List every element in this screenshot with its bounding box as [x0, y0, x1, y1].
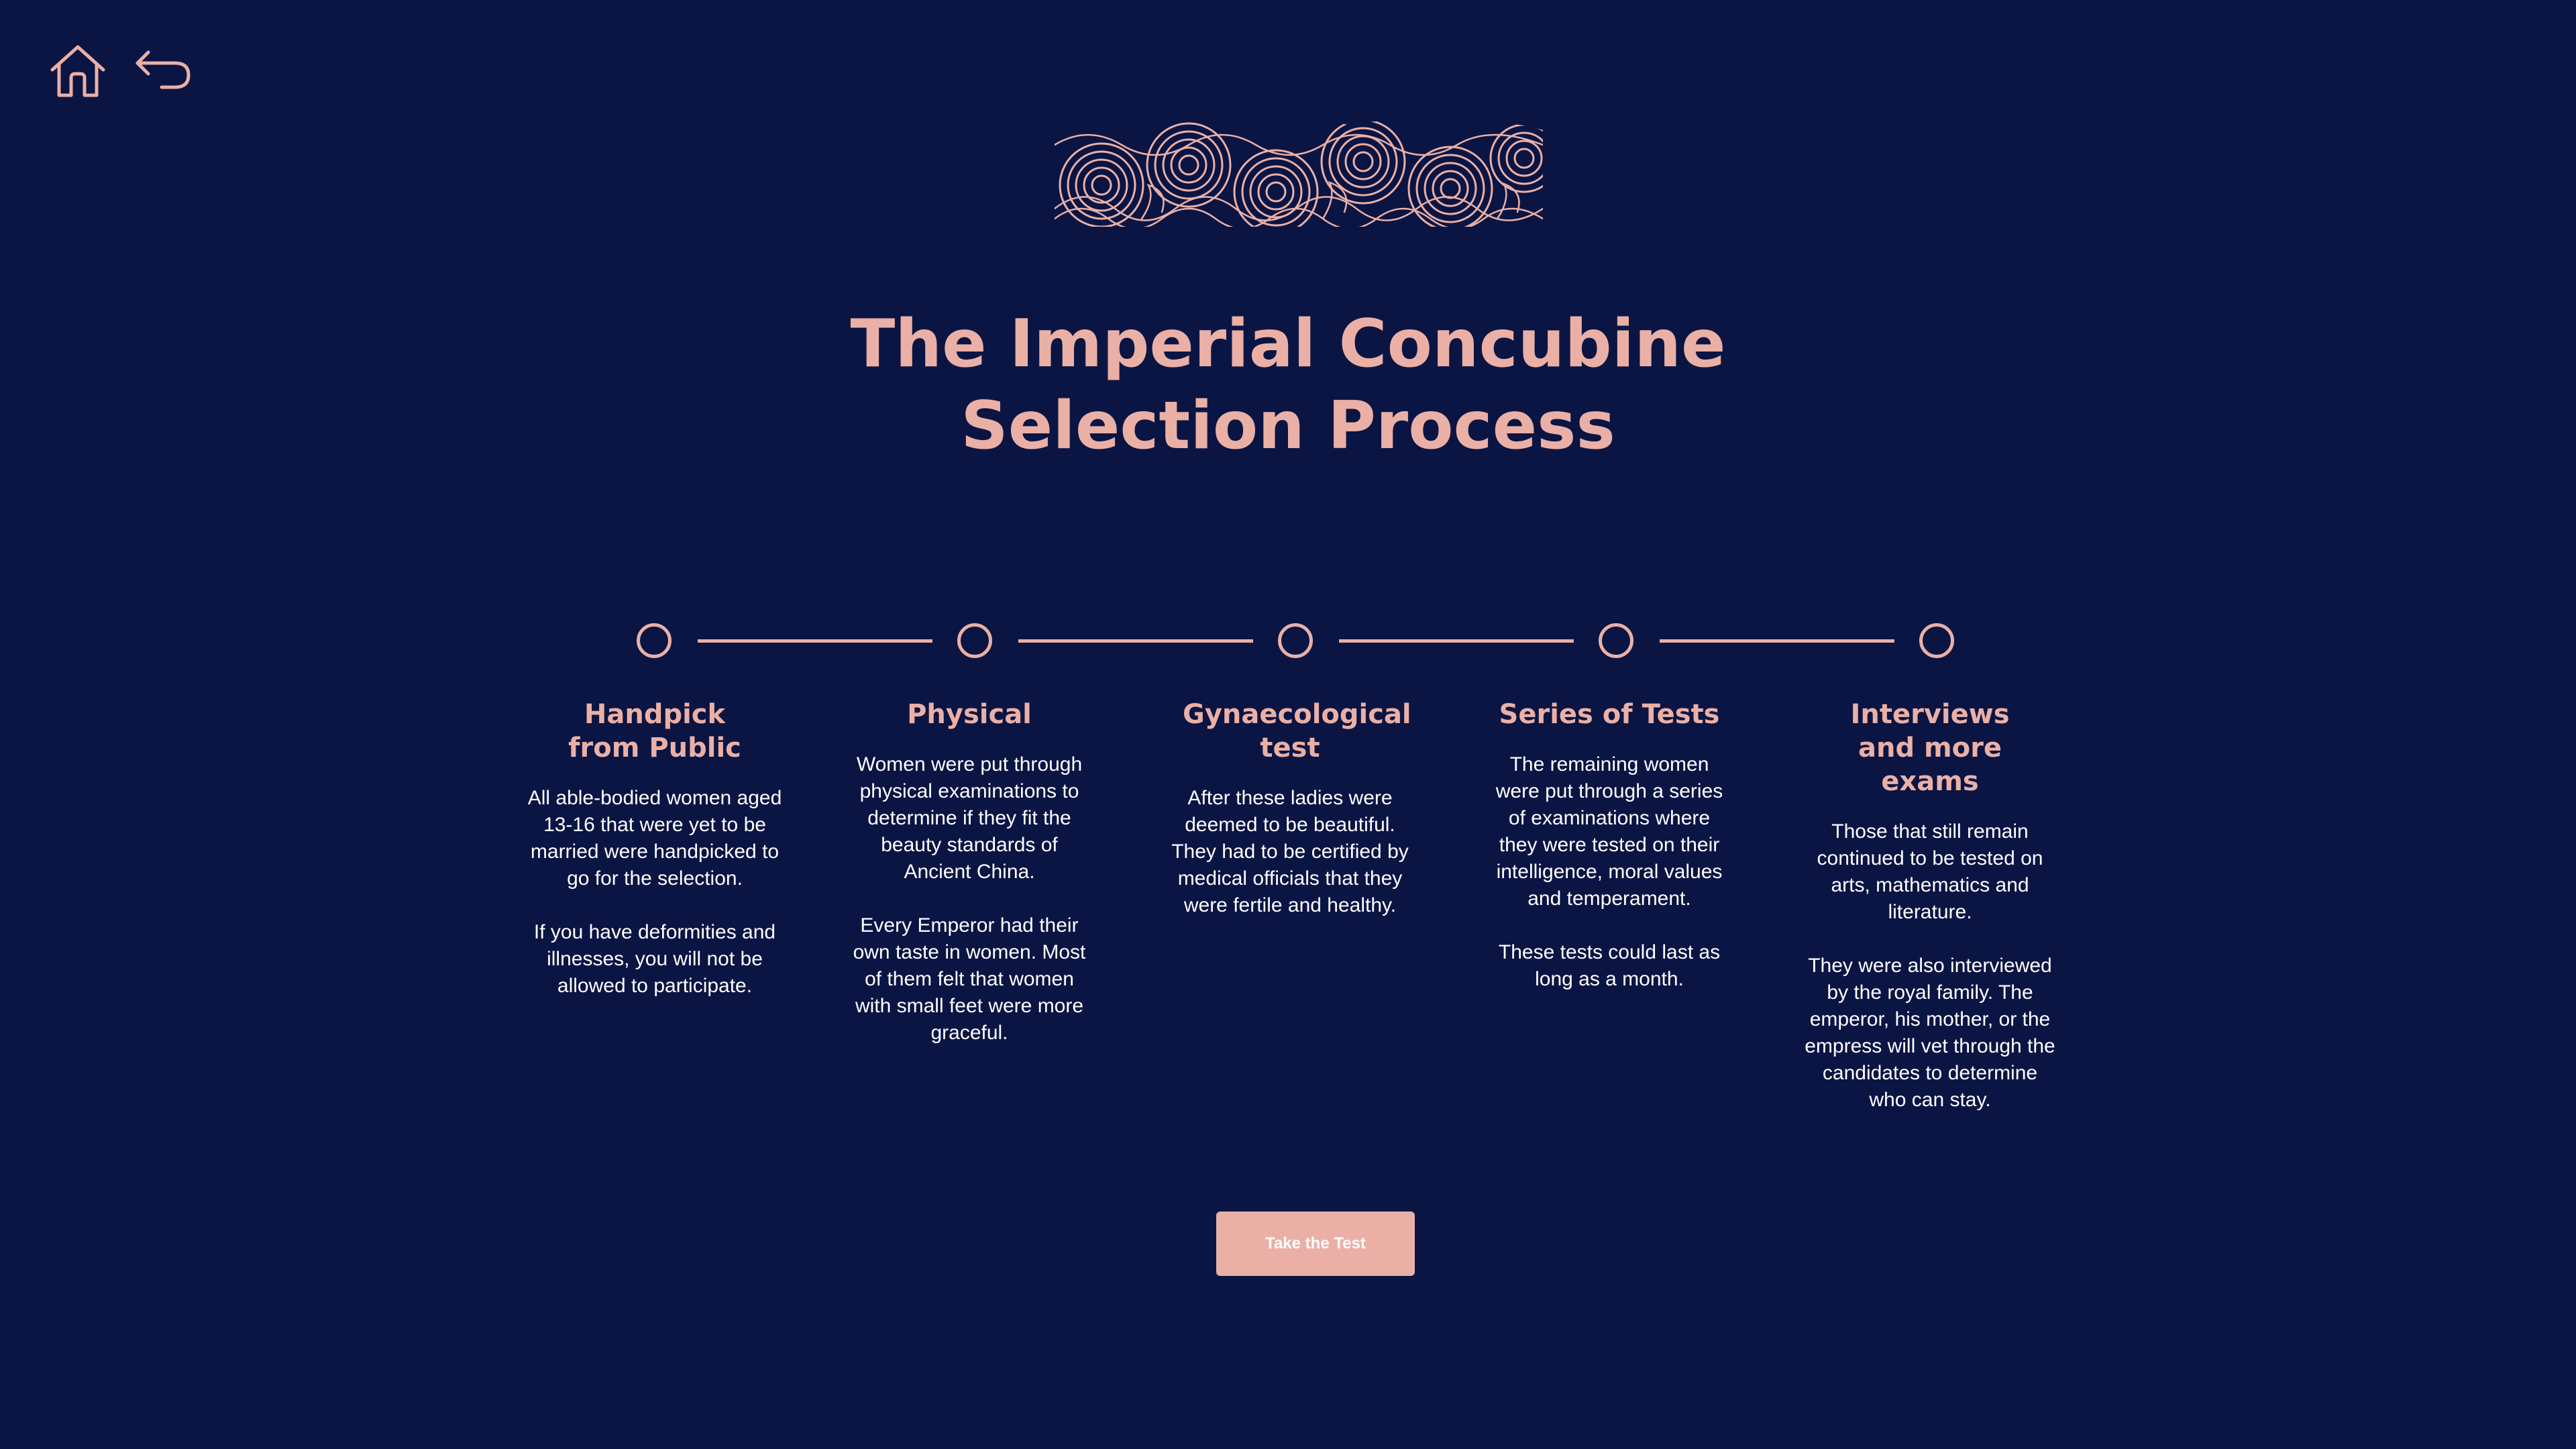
timeline-connector: [1660, 639, 1894, 643]
back-arrow-icon: [136, 50, 191, 89]
step-3-title: Gynaecological test: [1183, 699, 1411, 763]
back-button[interactable]: [131, 38, 198, 105]
timeline-connector: [698, 639, 932, 643]
step-5-text: Those that still remain continued to be …: [1805, 820, 2055, 1111]
step-3-text: After these ladies were deemed to be bea…: [1171, 787, 1409, 916]
step-1-title: Handpick from Public: [568, 699, 741, 763]
home-icon: [50, 45, 105, 97]
step-2-text: Women were put through physical examinat…: [853, 753, 1086, 1044]
timeline-connector: [1339, 639, 1574, 643]
page-title-line-1: The Imperial Concubine: [850, 306, 1726, 382]
home-button[interactable]: [44, 38, 111, 105]
page-title-line-2: Selection Process: [961, 388, 1615, 464]
step-1-text: All able-bodied women aged 13-16 that we…: [527, 787, 782, 997]
step-3: Gynaecological test After these ladies w…: [1156, 698, 1424, 919]
step-1-marker[interactable]: [637, 623, 672, 658]
step-1: Handpick from Public All able-bodied wom…: [521, 698, 789, 1000]
step-5: Interviews and more exams Those that sti…: [1796, 698, 2064, 1114]
wave-pattern-banner: [1055, 118, 1543, 227]
step-5-marker[interactable]: [1919, 623, 1954, 658]
step-4-marker[interactable]: [1599, 623, 1633, 658]
step-2: Physical Women were put through physical…: [835, 698, 1104, 1046]
step-2-title: Physical: [907, 699, 1032, 730]
page-title: The Imperial Concubine Selection Process: [617, 303, 1959, 467]
timeline-connector: [1018, 639, 1253, 643]
step-5-title: Interviews and more exams: [1850, 699, 2010, 797]
step-4: Series of Tests The remaining women were…: [1475, 698, 1743, 993]
step-3-marker[interactable]: [1278, 623, 1313, 658]
step-2-marker[interactable]: [957, 623, 992, 658]
step-4-text: The remaining women were put through a s…: [1495, 753, 1723, 990]
step-4-title: Series of Tests: [1499, 699, 1720, 730]
take-the-test-button[interactable]: Take the Test: [1216, 1212, 1415, 1276]
